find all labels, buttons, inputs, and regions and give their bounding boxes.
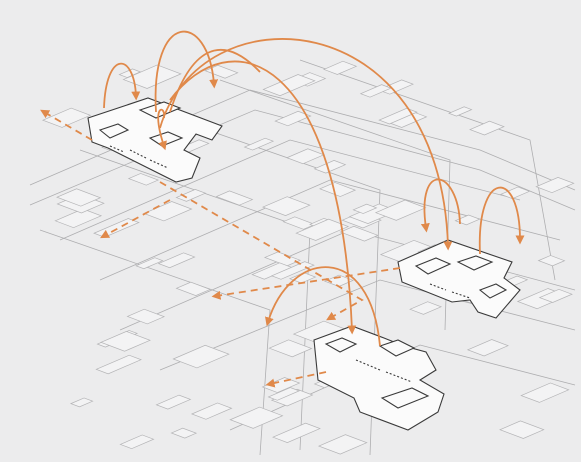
city-block	[536, 177, 573, 192]
city-block	[156, 395, 190, 409]
city-block	[500, 421, 544, 439]
city-block	[71, 398, 93, 407]
city-block	[263, 197, 310, 216]
city-block	[96, 355, 141, 374]
city-block	[320, 182, 355, 196]
city-block	[470, 121, 504, 135]
arc-arrow-3	[170, 50, 260, 112]
city-block	[340, 226, 377, 241]
city-block	[410, 302, 441, 315]
city-block	[324, 61, 356, 74]
city-block	[319, 435, 367, 454]
city-block	[120, 435, 153, 449]
city-block	[315, 160, 346, 173]
city-block	[273, 423, 320, 442]
city-block	[159, 253, 195, 268]
city-block	[173, 345, 229, 368]
city-block	[521, 383, 568, 402]
city-block	[468, 340, 508, 356]
city-block	[171, 428, 196, 438]
city-block	[176, 189, 205, 201]
city-block	[216, 191, 252, 205]
city-block	[539, 255, 565, 265]
city-block	[127, 309, 164, 324]
city-block	[287, 149, 324, 164]
city-block	[101, 331, 150, 351]
city-block	[94, 219, 139, 238]
city-block	[176, 282, 210, 295]
city-block	[449, 107, 472, 116]
dashed-arrow-main-axis	[160, 182, 362, 318]
city-block	[192, 403, 232, 419]
city-block	[144, 202, 192, 221]
